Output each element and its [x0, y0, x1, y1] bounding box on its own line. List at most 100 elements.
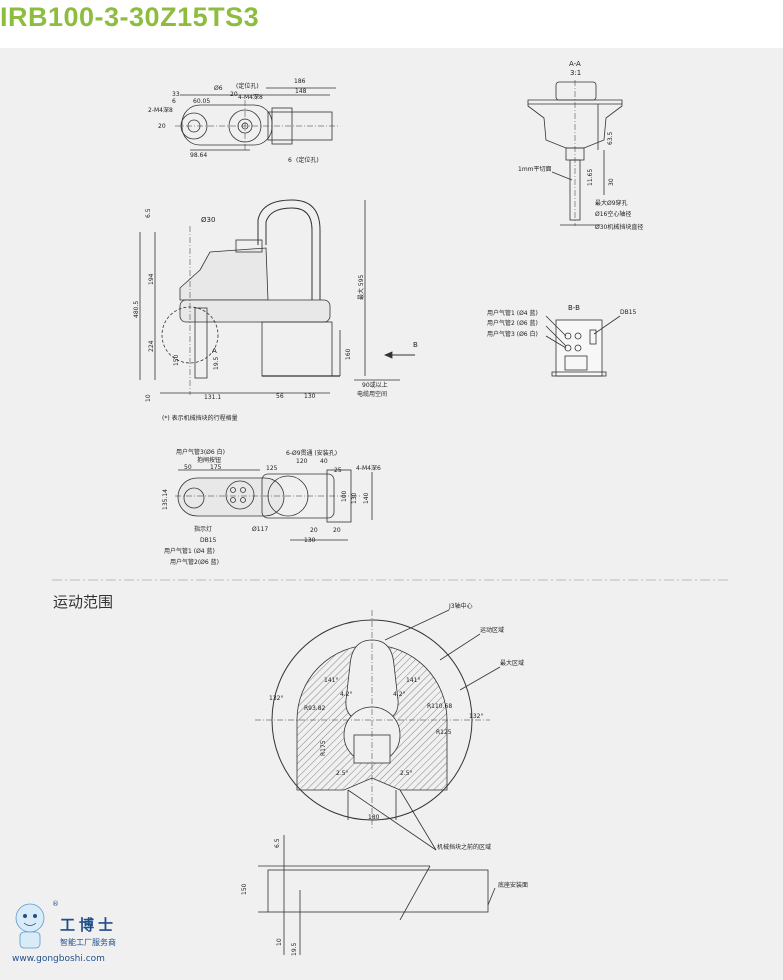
bv-dim-40: 40: [320, 458, 328, 465]
mr-132-right: 132°: [469, 713, 483, 720]
bv-m4: 4-M4深6: [356, 464, 381, 472]
bb-tube-2: 用户气管2 (Ø6 蓝): [487, 319, 538, 327]
aa-d9: 最大Ø9穿孔: [595, 199, 628, 207]
bv-dim-175: 175: [210, 464, 222, 471]
side-dim-4805: 480.5: [133, 301, 140, 318]
top-dim-6b: 6: [288, 157, 292, 164]
side-dim-160: 160: [345, 348, 352, 360]
top-dim-186: 186: [294, 78, 306, 85]
top-dim-d6: Ø6: [214, 85, 223, 92]
aa-flat: 1mm平切面: [518, 166, 552, 173]
mr-132-left: 132°: [269, 695, 283, 702]
mr-r9382: R93.82: [304, 705, 326, 712]
mr-42-right: 4.2°: [393, 691, 406, 698]
top-dim-6: 6: [172, 98, 176, 105]
logo-reg: ®: [52, 900, 59, 908]
side-dim-1311: 131.1: [204, 394, 221, 401]
side-view: Ø30 6.5 194 480.5 224 150 10 19.5 131.1 …: [133, 199, 418, 422]
bb-tube-1: 用户气管1 (Ø4 蓝): [487, 309, 538, 317]
side-dim-130: 130: [304, 393, 316, 400]
top-locating-hole-b: (定位孔): [296, 156, 319, 164]
logo-url: www.gongboshi.com: [12, 954, 105, 964]
bv-dim-130: 130: [304, 537, 316, 544]
top-view: 33 6 60.05 Ø6 (定位孔) 20 4-M4深8 2-M4深8 20 …: [148, 78, 340, 164]
mr-141-left: 141°: [324, 677, 338, 684]
bv-dim-125: 125: [266, 465, 278, 472]
side-dim-65: 6.5: [145, 208, 152, 218]
mr-r11068: R110.68: [427, 703, 452, 710]
side-dim-194: 194: [148, 273, 155, 285]
side-label-b: B: [413, 341, 418, 349]
bv-dim-d117: Ø117: [252, 526, 268, 533]
bv-lamp: 指示灯: [194, 525, 212, 533]
bv-dim-140: 140: [363, 492, 370, 504]
bb-label: B-B: [568, 304, 580, 312]
bv-dim-120: 120: [296, 458, 308, 465]
top-dim-20b: 20: [158, 123, 166, 130]
base-dim-65: 6.5: [274, 838, 281, 848]
side-label-a: A: [212, 347, 217, 355]
aa-dim-635: 63.5: [607, 131, 614, 145]
side-cable-1: 90或以上: [362, 381, 388, 389]
mr-141-right: 141°: [406, 677, 420, 684]
top-m4-8: 4-M4深8: [238, 93, 263, 101]
top-dim-148: 148: [295, 88, 307, 95]
top-locating-hole: (定位孔): [236, 82, 259, 90]
side-dim-150: 150: [173, 354, 180, 366]
logo-sub: 智能工厂服务商: [60, 938, 116, 947]
bb-tube-3: 用户气管3 (Ø6 白): [487, 330, 538, 338]
mr-r175: R175: [320, 740, 327, 756]
side-dim-195: 19.5: [213, 356, 220, 370]
bv-dim-20b: 20: [333, 527, 341, 534]
side-note: (*) 表示机械挡块的行程格量: [162, 414, 238, 422]
mr-w180: 180: [368, 814, 380, 821]
aa-label: A-A: [569, 60, 581, 68]
side-dim-224: 224: [148, 340, 155, 352]
bottom-view: 用户气管3(Ø6 白) 抱闸按钮 6-Ø9贯通 (安装孔) 4-M4深6 指示灯…: [162, 448, 381, 566]
logo-mascot-icon: [15, 903, 45, 949]
bv-dim-20a: 20: [310, 527, 318, 534]
side-d30: Ø30: [201, 216, 215, 224]
base-mount: 底座安装面: [498, 881, 528, 889]
base-dim-150: 150: [241, 883, 248, 895]
aa-dim-30: 30: [608, 178, 615, 186]
bv-tube-2: 用户气管2(Ø6 蓝): [170, 558, 219, 566]
aa-d30: Ø30机械挡块直径: [595, 223, 643, 231]
mr-42-left: 4.2°: [340, 691, 353, 698]
mr-25-right: 2.5°: [400, 770, 413, 777]
top-2m4-8: 2-M4深8: [148, 106, 173, 114]
bb-db15: DB15: [620, 309, 637, 316]
side-dim-595: 最大 595: [357, 274, 365, 300]
bv-tube-3: 用户气管3(Ø6 白): [176, 448, 225, 456]
bv-dim-100: 100: [341, 490, 348, 502]
mr-r125: R125: [436, 729, 452, 736]
mr-25-left: 2.5°: [336, 770, 349, 777]
top-dim-6005: 60.05: [193, 98, 210, 105]
drawing-panel: [0, 48, 783, 980]
bv-db15: DB15: [200, 537, 217, 544]
base-dim-10: 10: [276, 938, 283, 946]
bv-dim-130b: 130: [351, 492, 358, 504]
mr-area: 运动区域: [480, 626, 504, 634]
bv-dim-25: 25: [334, 467, 342, 474]
mr-max: 最大区域: [500, 659, 524, 667]
bv-brake: 抱闸按钮: [197, 456, 221, 464]
aa-d16: Ø16空心轴径: [595, 210, 631, 218]
aa-scale: 3:1: [570, 69, 581, 77]
motion-range-diagram: J3轴中心 运动区域 最大区域 132° 132° 141° 141° 4.2°…: [255, 602, 524, 851]
side-dim-56: 56: [276, 393, 284, 400]
aa-dim-1165: 11.65: [587, 169, 594, 186]
page-title: IRB100-3-30Z15TS3: [0, 2, 260, 32]
bv-holes: 6-Ø9贯通 (安装孔): [286, 449, 337, 457]
top-dim-33: 33: [172, 91, 180, 98]
side-cable-2: 电缆用空间: [357, 390, 387, 398]
mr-stop: 机械挡块之前的区域: [437, 843, 491, 851]
logo-name: 工博士: [60, 916, 118, 934]
base-dim-195: 19.5: [291, 942, 298, 956]
bv-tube-1: 用户气管1 (Ø4 蓝): [164, 547, 215, 555]
base-side: 6.5 150 10 19.5 底座安装面: [241, 835, 528, 956]
mr-j3: J3轴中心: [448, 602, 473, 610]
top-dim-9864: 98.64: [190, 152, 207, 159]
bv-dim-13514: 135.14: [162, 489, 169, 510]
